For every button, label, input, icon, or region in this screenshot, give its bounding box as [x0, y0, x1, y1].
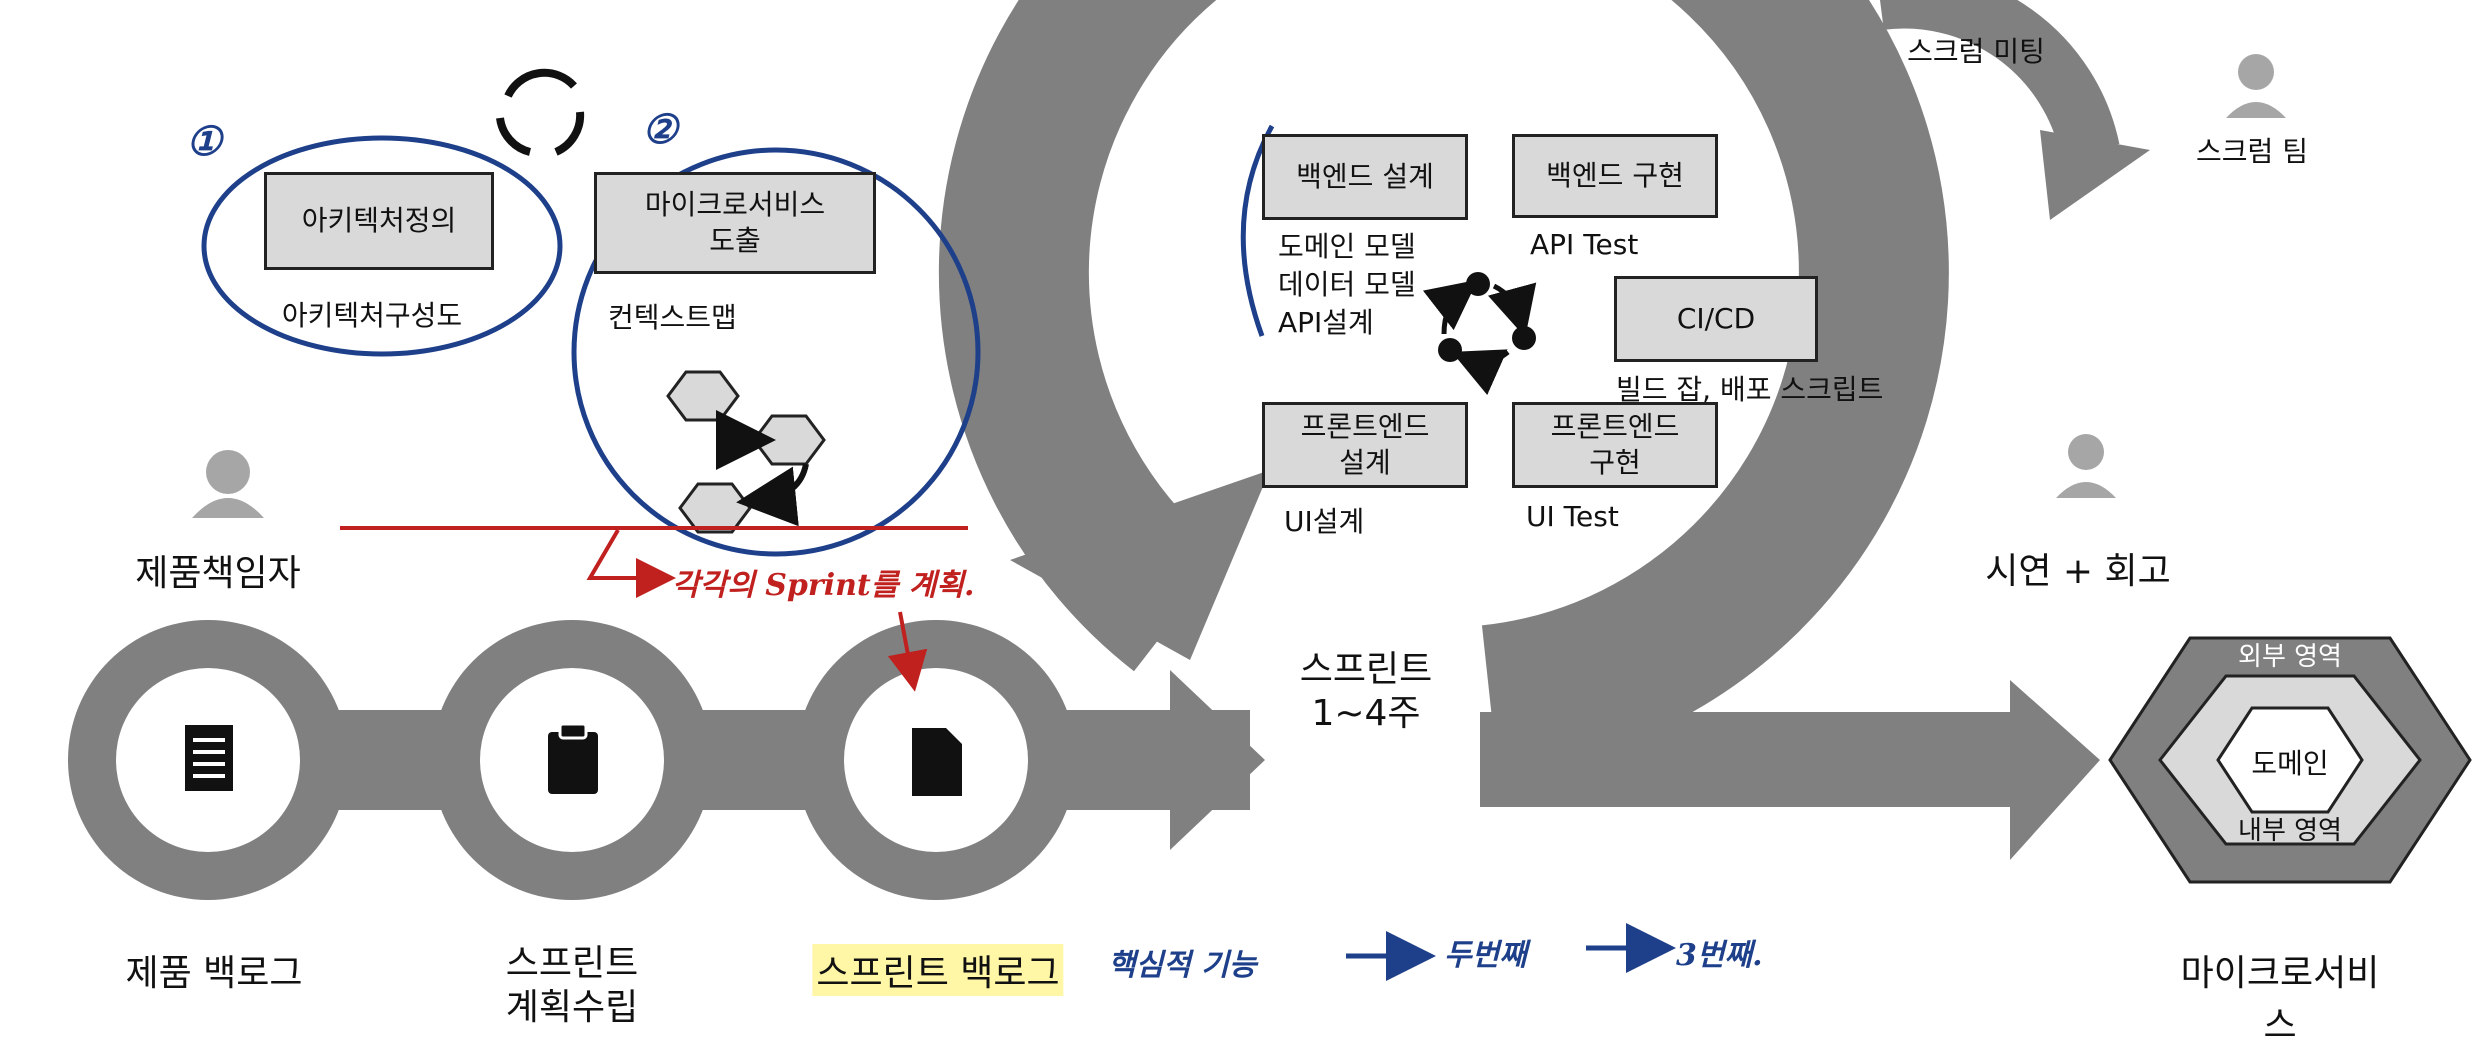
sprint-planning-label: 스프린트 계획수립 — [505, 943, 639, 1028]
frontend-design-note: UI설계 — [1284, 505, 1365, 538]
demo-retro-label: 시연 + 회고 — [1985, 551, 2171, 592]
scrum-team-label: 스크럼 팀 — [2196, 135, 2308, 168]
sprint-cycle-arrow — [938, 0, 1949, 775]
sprint-duration-label: 스프린트 1~4주 — [1299, 649, 1433, 734]
scrum-meeting-arrow — [1880, 0, 2120, 157]
document-icon — [912, 728, 962, 796]
microservice-label: 마이크로서비스 — [2180, 953, 2380, 1046]
backend-design-notes: 도메인 모델 데이터 모델 API설계 — [1278, 230, 1416, 339]
step2-marker: ② — [642, 106, 678, 153]
derivation-circle — [571, 147, 981, 557]
backend-design-box: 백엔드 설계 — [1262, 134, 1468, 220]
backend-impl-box: 백엔드 구현 — [1512, 134, 1718, 218]
person-icon — [2226, 54, 2286, 118]
red-annotation: 각각의 Sprint를 계획. — [672, 568, 975, 603]
blue-annotation-third: 3번째. — [1676, 938, 1763, 973]
scrum-meeting-arrowhead — [2040, 130, 2150, 220]
architecture-ellipse — [201, 135, 563, 357]
hexagon-inner-label: 내부 영역 — [2238, 816, 2342, 846]
blue-annotation-second: 두번째 — [1444, 938, 1527, 973]
hexagon-core-label: 도메인 — [2251, 747, 2329, 780]
blue-annotation-core: 핵심적 기능 — [1108, 948, 1257, 983]
sprint-cycle-arrowhead — [1010, 470, 1270, 660]
pipeline-band — [200, 710, 1250, 810]
scrum-meeting-label: 스크럼 미팅 — [1907, 35, 2045, 68]
architecture-definition-box: 아키텍처정의 — [264, 172, 494, 270]
clipboard-icon — [548, 732, 598, 794]
frontend-design-box: 프론트엔드 설계 — [1262, 402, 1468, 488]
refresh-cycle-icon — [496, 68, 585, 156]
stage-sprint-backlog — [796, 620, 1076, 900]
red-connector — [586, 528, 676, 598]
output-band — [1480, 712, 2040, 807]
document-lines-icon — [185, 725, 233, 791]
pipeline-arrowhead — [1170, 670, 1265, 850]
cycle-dots-icon — [1422, 272, 1537, 396]
cicd-note: 빌드 잡, 배포 스크립트 — [1616, 373, 1884, 406]
red-pointer — [887, 611, 928, 692]
sprint-backlog-label: 스프린트 백로그 — [812, 944, 1064, 996]
stage-sprint-planning — [432, 620, 712, 900]
product-backlog-label: 제품 백로그 — [125, 953, 303, 994]
output-arrowhead — [2010, 680, 2100, 860]
person-icon — [192, 450, 264, 518]
stage-product-backlog — [68, 620, 348, 900]
context-map-label: 컨텍스트맵 — [608, 301, 737, 334]
backend-impl-note: API Test — [1530, 228, 1639, 261]
hexagon-outer-label: 외부 영역 — [2238, 642, 2342, 672]
person-icon — [2056, 434, 2116, 498]
microservice-hexagon — [2108, 636, 2472, 884]
hexagon-chain-icon — [666, 370, 826, 534]
frontend-impl-box: 프론트엔드 구현 — [1512, 402, 1718, 488]
product-owner-label: 제품책임자 — [135, 553, 301, 594]
microservice-derivation-box: 마이크로서비스 도출 — [594, 172, 876, 274]
cicd-box: CI/CD — [1614, 276, 1818, 362]
backend-design-bracket — [1240, 124, 1275, 337]
step1-marker: ① — [186, 118, 222, 165]
architecture-diagram-label: 아키텍처구성도 — [281, 299, 463, 332]
frontend-impl-note: UI Test — [1526, 500, 1619, 533]
